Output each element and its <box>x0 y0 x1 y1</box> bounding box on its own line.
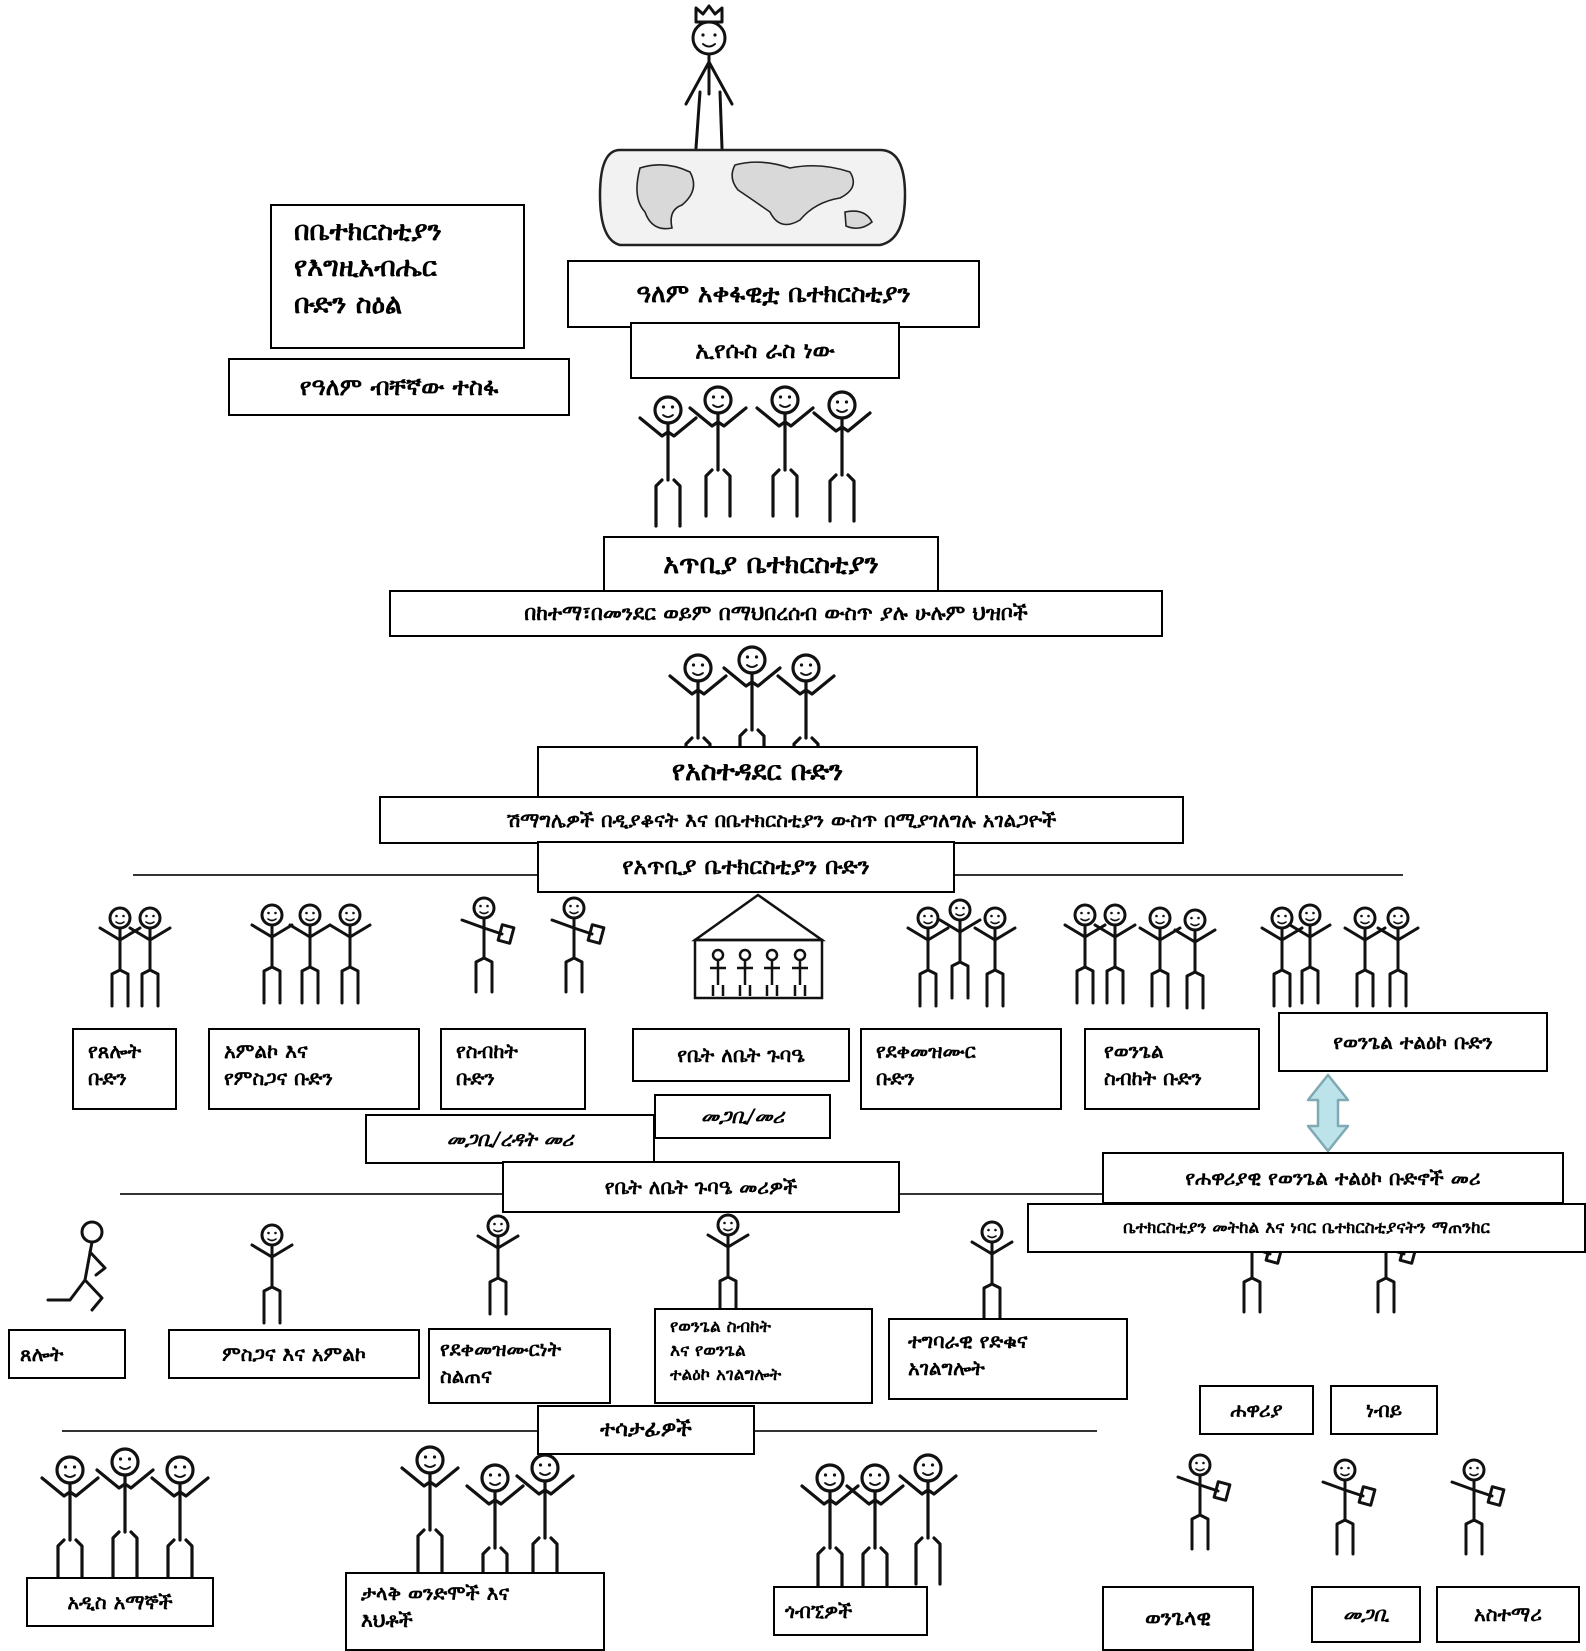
leadership-subtitle-box: ሽማግሌዎች በዲያቆናት እና በቤተክርስቲያን ውስጥ በሚያገለግሉ አ… <box>379 796 1184 844</box>
pastor-box: መጋቢ <box>1311 1586 1421 1643</box>
home-group-leaders-box: የቤት ለቤት ጉባዔ መሪዎች <box>502 1161 900 1213</box>
teams-title-box: የአጥቢያ ቤተክርስቲያን ቡድን <box>537 841 955 893</box>
king-figure <box>684 4 734 150</box>
participants-title-box: ተሳታፊዎች <box>537 1405 755 1455</box>
team-mission: የወንጌል ተልዕኮ ቡድን <box>1278 1012 1548 1072</box>
team-prayer: የጸሎት ቡድን <box>72 1028 177 1110</box>
ministry-prayer: ጸሎት <box>8 1329 126 1379</box>
team-preaching: የስብከት ቡድን <box>440 1028 586 1110</box>
title-line-2: የእግዚአብሔር <box>294 252 437 284</box>
local-church-title-box: አጥቢያ ቤተክርስቲያን <box>603 536 939 592</box>
ministry-figures-row <box>46 1213 1418 1325</box>
leadership-title-box: የአስተዳደር ቡድን <box>537 746 978 796</box>
world-church-box: ዓለም አቀፋዊቷ ቤተክርስቲያን <box>567 260 980 328</box>
apostolic-leaders-box: የሐዋሪያዊ የወንጌል ተልዕኮ ቡድኖች መሪ <box>1102 1152 1564 1204</box>
ministry-evangelism: የወንጌል ስብከት እና የወንጌል ተልዕኮ አገልግሎት <box>654 1308 873 1404</box>
page-title-box: በቤተክርስቲያን የእግዚአብሔር ቡድን ስዕል <box>270 204 525 349</box>
title-line-3: ቡድን ስዕል <box>294 288 403 320</box>
team-evangelism: የወንጌል ስብከት ቡድን <box>1084 1028 1260 1110</box>
ministry-deaconship: ተግባራዊ የድቁና አገልግሎት <box>888 1318 1128 1400</box>
participant-visitors: ጎብኚዎች <box>773 1586 928 1636</box>
participant-brothers-sisters: ታላቅ ወንድሞች እና እህቶች <box>345 1572 605 1651</box>
house-icon <box>691 893 826 1000</box>
jesus-head-box: ኢየሱስ ራስ ነው <box>630 322 900 379</box>
strengthen-churches-box: ቤተክርስቲያን መትከል እና ነባር ቤተክርስቲያናትን ማጠንከር <box>1027 1203 1586 1253</box>
local-church-subtitle-box: በከተማ፣በመንደር ወይም በማህበረሰብ ውስጥ ያሉ ሁሉም ህዝቦች <box>389 590 1163 637</box>
teacher-box: አስተማሪ <box>1436 1586 1580 1643</box>
ministry-worship: ምስጋና እና አምልኮ <box>168 1329 420 1379</box>
globe-icon <box>598 148 907 247</box>
prophet-box: ነብይ <box>1330 1385 1438 1435</box>
double-arrow-icon <box>1306 1073 1350 1153</box>
pastor-leader-box: መጋቢ/መሪ <box>654 1094 831 1139</box>
title-line-1: በቤተክርስቲያን <box>294 216 442 247</box>
team-discipleship: የደቀመዝሙር ቡድን <box>860 1028 1062 1110</box>
participant-new-believers: አዲስ አማኞች <box>26 1577 214 1627</box>
team-worship: አምልኮ እና የምስጋና ቡድን <box>208 1028 420 1110</box>
world-hope-box: የዓለም ብቸኛው ተስፋ <box>228 358 570 416</box>
team-figures-row <box>98 896 1420 1010</box>
assistant-pastor-box: መጋቢ/ረዳት መሪ <box>365 1114 655 1164</box>
evangelist-box: ወንጌላዊ <box>1102 1586 1254 1651</box>
participant-figures-row <box>40 1445 1506 1596</box>
team-home-group: የቤት ለቤት ጉባዔ <box>632 1028 850 1082</box>
apostle-box: ሐዋሪያ <box>1199 1385 1314 1435</box>
ministry-discipleship: የደቀመዝሙርነት ስልጠና <box>428 1328 611 1404</box>
